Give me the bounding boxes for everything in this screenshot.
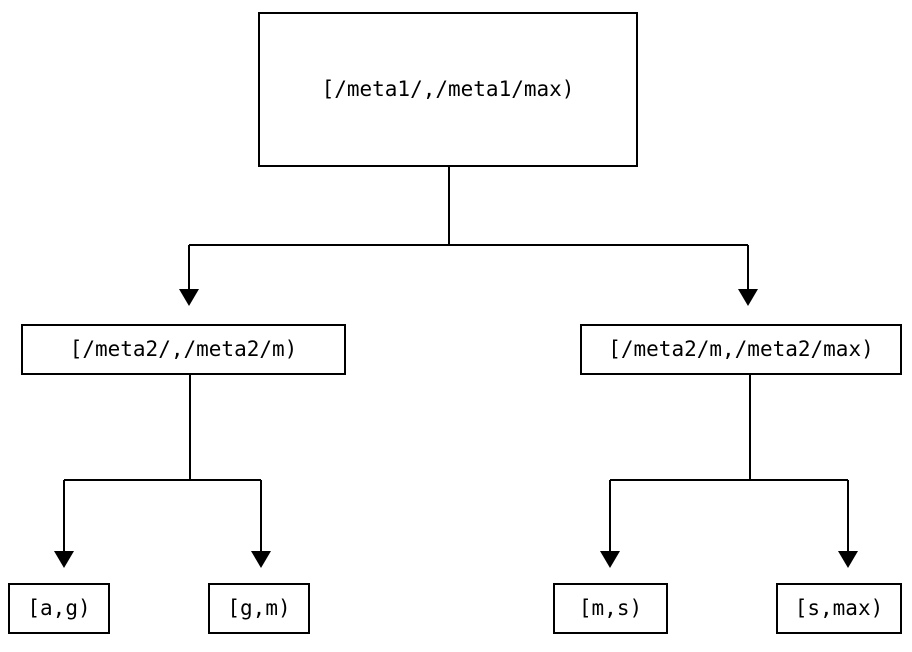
tree-node-root-label: [/meta1/,/meta1/max) (321, 77, 575, 101)
tree-node-internal-left[interactable]: [/meta2/,/meta2/m) (21, 324, 346, 375)
tree-node-root[interactable]: [/meta1/,/meta1/max) (258, 12, 638, 167)
tree-node-leaf-2[interactable]: [m,s) (553, 583, 668, 634)
tree-node-internal-right[interactable]: [/meta2/m,/meta2/max) (580, 324, 902, 375)
tree-node-leaf-2-label: [m,s) (578, 596, 643, 620)
tree-node-internal-left-label: [/meta2/,/meta2/m) (69, 337, 298, 361)
tree-node-leaf-3[interactable]: [s,max) (776, 583, 902, 634)
arrowhead-to-m1 (179, 289, 199, 306)
tree-node-leaf-0[interactable]: [a,g) (8, 583, 110, 634)
tree-node-leaf-0-label: [a,g) (27, 596, 91, 620)
arrowhead-to-m2 (738, 289, 758, 306)
arrowhead-to-leaf0 (54, 551, 74, 568)
tree-node-leaf-1-label: [g,m) (227, 596, 291, 620)
arrowhead-to-leaf2 (600, 551, 620, 568)
tree-node-leaf-3-label: [s,max) (794, 596, 884, 620)
arrowhead-to-leaf1 (251, 551, 271, 568)
tree-node-leaf-1[interactable]: [g,m) (208, 583, 310, 634)
tree-node-internal-right-label: [/meta2/m,/meta2/max) (608, 337, 874, 361)
arrowhead-to-leaf3 (838, 551, 858, 568)
